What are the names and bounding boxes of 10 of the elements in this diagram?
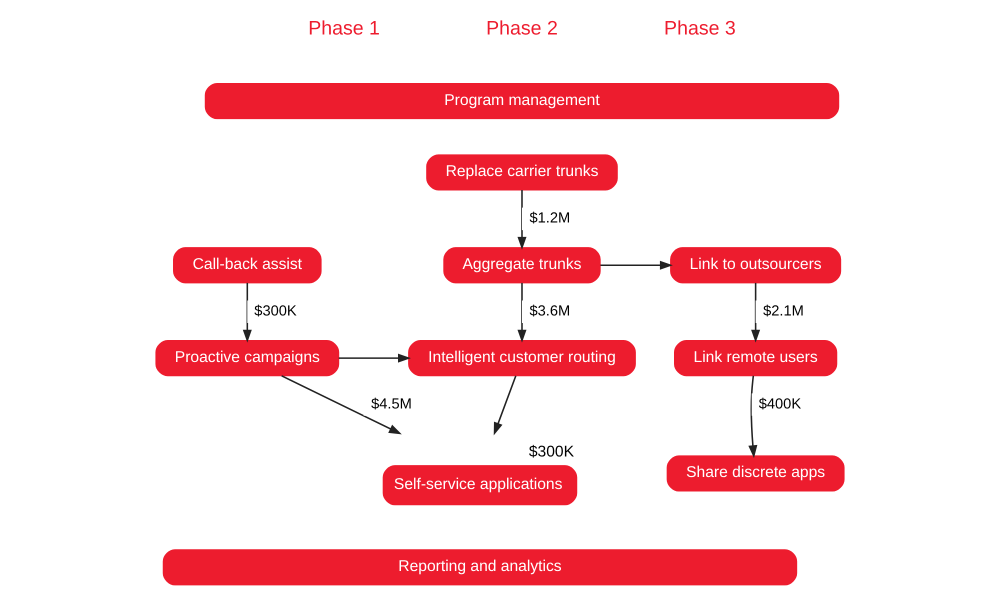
edge-label: $2.1M bbox=[763, 304, 804, 320]
label: Phase 2 bbox=[486, 18, 558, 40]
edge-label: $300K bbox=[254, 304, 297, 320]
edge-label: $3.6M bbox=[529, 304, 570, 320]
label: Phase 3 bbox=[664, 18, 736, 40]
node-label: $300K bbox=[528, 444, 574, 461]
edge-label: $4.5M bbox=[371, 396, 412, 412]
edge-label: $1.2M bbox=[529, 210, 570, 227]
label: Phase 1 bbox=[308, 18, 380, 40]
edge-label: $400K bbox=[758, 396, 802, 412]
